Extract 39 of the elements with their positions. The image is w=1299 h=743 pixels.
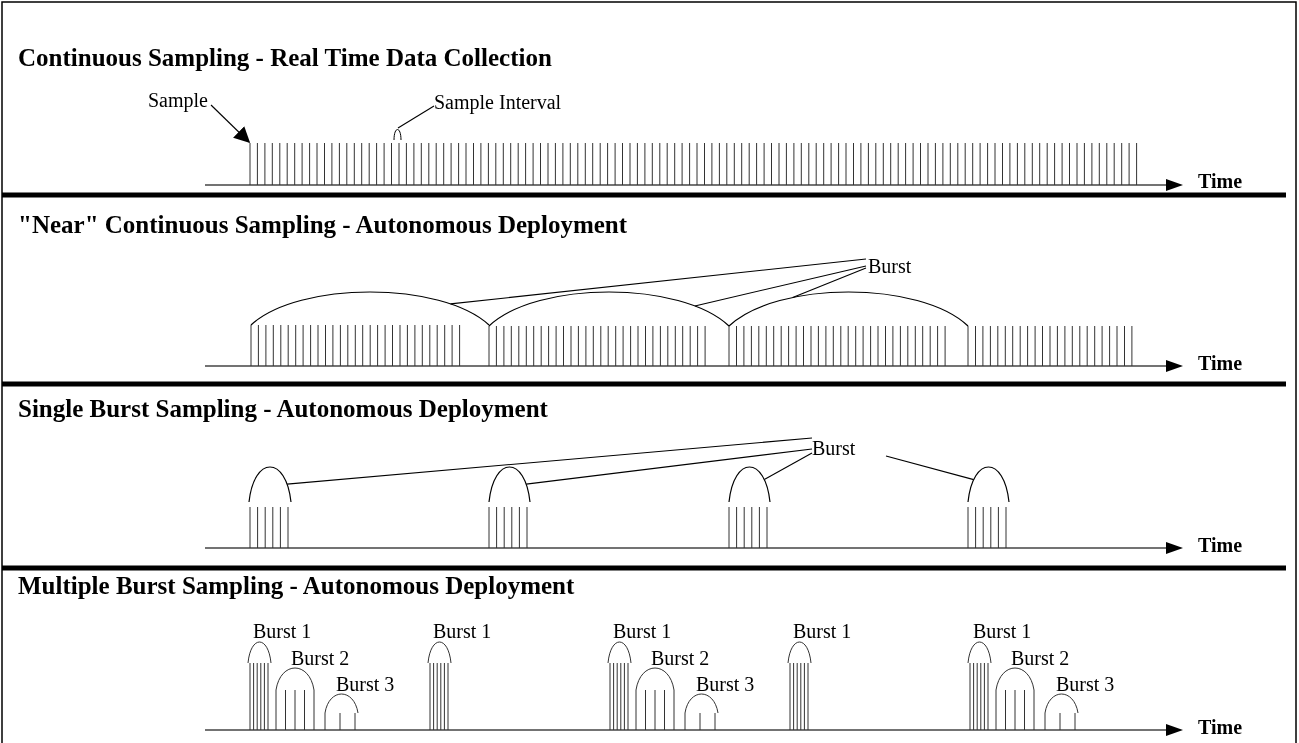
- burst-arc: [248, 466, 292, 503]
- callout-label: Burst: [868, 254, 912, 278]
- leader-line: [792, 267, 867, 298]
- section-title: Single Burst Sampling - Autonomous Deployment: [18, 396, 548, 422]
- burst-arc: [728, 466, 771, 503]
- leader-line: [450, 258, 867, 305]
- section-title: Continuous Sampling - Real Time Data Collection: [18, 45, 552, 71]
- burst-label: Burst 1: [433, 619, 492, 644]
- leader-line: [286, 437, 813, 485]
- axis-label: Time: [1198, 169, 1243, 194]
- axis-label: Time: [1198, 715, 1243, 740]
- burst-label: Burst 3: [1056, 672, 1115, 697]
- burst-label: Burst 3: [336, 672, 395, 697]
- burst-label: Burst 1: [793, 619, 852, 644]
- pointer-arrow: [210, 104, 251, 144]
- burst-arc: [488, 291, 730, 327]
- burst-label: Burst 1: [973, 619, 1032, 644]
- leader-line: [885, 455, 975, 481]
- burst-label: Burst 2: [1011, 646, 1070, 671]
- burst-label: Burst 1: [613, 619, 672, 644]
- burst-label: Burst 2: [291, 646, 350, 671]
- burst-arc: [728, 291, 969, 327]
- burst-arc: [967, 466, 1010, 503]
- callout-label: Sample Interval: [434, 90, 562, 114]
- callout-label: Burst: [812, 436, 856, 460]
- leader-line: [525, 448, 813, 485]
- leader-line: [397, 105, 435, 129]
- section-title: Multiple Burst Sampling - Autonomous Deployment: [18, 573, 575, 599]
- burst-label: Burst 2: [651, 646, 710, 671]
- leader-line: [694, 265, 867, 307]
- axis-label: Time: [1198, 533, 1243, 558]
- leader-line: [763, 452, 813, 481]
- burst-arc: [250, 291, 490, 326]
- callout-label: Sample: [148, 88, 208, 112]
- burst-label: Burst 3: [696, 672, 755, 697]
- section-title: "Near" Continuous Sampling - Autonomous Deployment: [18, 212, 628, 238]
- burst-label: Burst 1: [253, 619, 312, 644]
- burst-arc: [488, 466, 531, 503]
- axis-label: Time: [1198, 351, 1243, 376]
